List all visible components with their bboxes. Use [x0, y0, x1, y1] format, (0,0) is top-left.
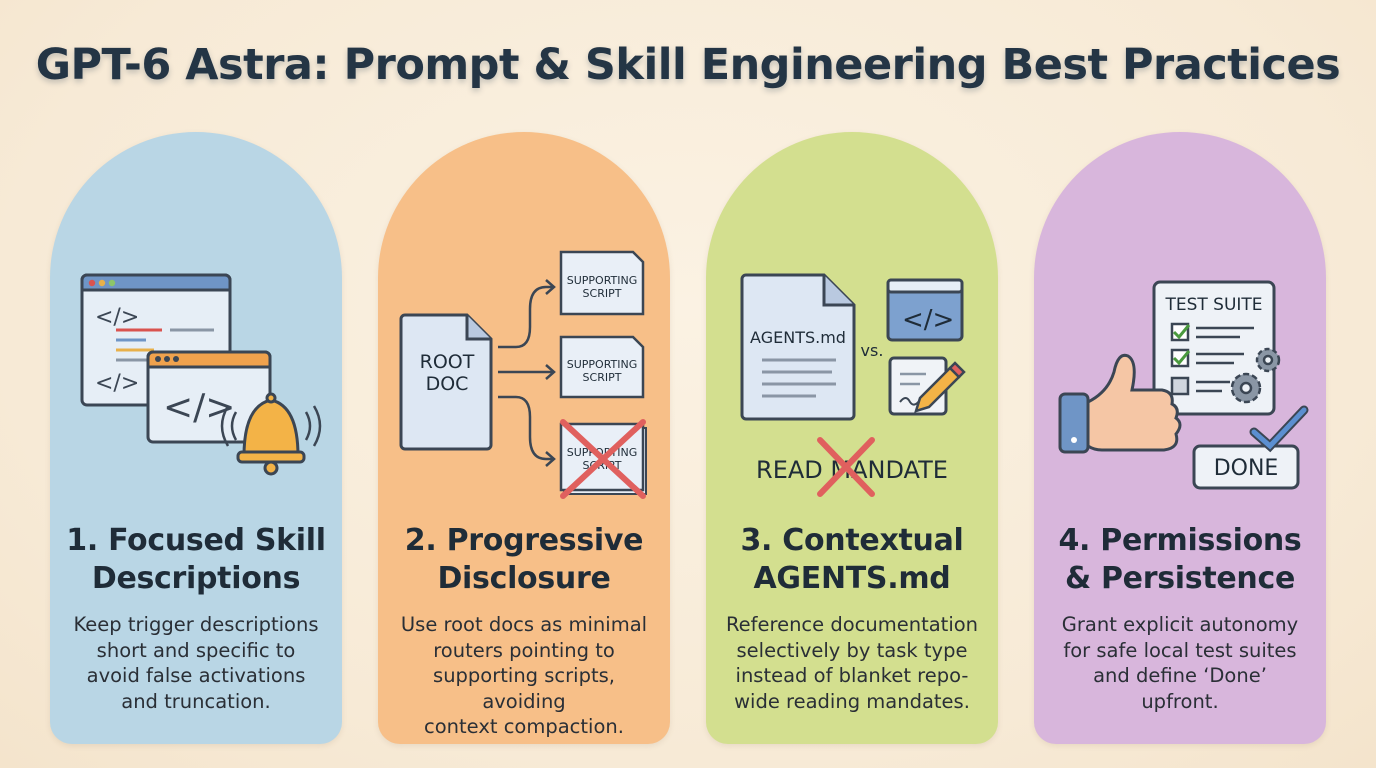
card-heading: 3. Contextual AGENTS.md: [740, 523, 964, 596]
card-focused-skill-descriptions: </> </> </> 1. Focused: [50, 132, 342, 744]
thumbs-up-icon: [1058, 353, 1182, 454]
vs-label: vs.: [861, 341, 884, 360]
bell-icon: [220, 392, 322, 476]
page-title: GPT-6 Astra: Prompt & Skill Engineering …: [35, 40, 1341, 90]
svg-text:</>: </>: [95, 305, 139, 330]
card-heading: 2. Progressive Disclosure: [404, 523, 644, 596]
card-description: Grant explicit autonomy for safe local t…: [1061, 613, 1299, 713]
document-icon: AGENTS.md: [740, 273, 856, 421]
done-label: DONE: [1214, 456, 1279, 481]
code-window-icon: </>: [146, 350, 272, 444]
card-heading: 4. Permissions & Persistence: [1058, 523, 1302, 596]
card-heading: 1. Focused Skill Descriptions: [66, 523, 326, 596]
svg-text:SUPPORTING: SUPPORTING: [567, 358, 638, 371]
pencil-icon: [888, 356, 966, 416]
card-description: Use root docs as minimal routers pointin…: [400, 613, 648, 738]
svg-text:SCRIPT: SCRIPT: [583, 287, 622, 300]
arrow-icon: [498, 279, 556, 467]
supporting-script-card: SUPPORTING SCRIPT: [559, 335, 645, 399]
svg-text:SUPPORTING: SUPPORTING: [567, 446, 638, 459]
root-doc-label: DOC: [426, 373, 469, 395]
illustration-permissions: TEST SUITE DONE: [1058, 280, 1309, 490]
svg-text:SCRIPT: SCRIPT: [583, 371, 622, 384]
card-description: Reference documentation selectively by t…: [725, 613, 979, 713]
svg-text:SUPPORTING: SUPPORTING: [567, 274, 638, 287]
checkmark-icon: [1251, 407, 1307, 450]
illustration-progressive-disclosure: ROOT DOC SUPPORTING SCRIPT SUPPORTING SC…: [399, 250, 647, 499]
cross-icon: [560, 419, 646, 499]
gear-icon: [1230, 347, 1281, 404]
supporting-script-card: SUPPORTING SCRIPT: [559, 250, 645, 316]
card-permissions-persistence: TEST SUITE DONE: [1034, 132, 1326, 744]
svg-text:</>: </>: [902, 305, 954, 335]
agents-doc-label: AGENTS.md: [750, 328, 846, 347]
root-doc-label: ROOT: [420, 351, 475, 373]
test-suite-label: TEST SUITE: [1164, 295, 1262, 315]
document-icon: ROOT DOC: [399, 313, 493, 451]
svg-text:</>: </>: [163, 387, 235, 428]
card-description: Keep trigger descriptions short and spec…: [73, 613, 319, 713]
card-progressive-disclosure: ROOT DOC SUPPORTING SCRIPT SUPPORTING SC…: [378, 132, 670, 744]
illustration-focused-skills: </> </> </>: [80, 273, 322, 476]
svg-text:</>: </>: [95, 371, 139, 396]
code-window-icon: </> </>: [80, 273, 232, 407]
card-contextual-agents-md: AGENTS.md vs. </> READ MANDATE 3. Contex…: [706, 132, 998, 744]
done-badge: DONE: [1192, 444, 1300, 490]
code-window-icon: </>: [886, 278, 964, 342]
illustration-contextual-agents: AGENTS.md vs. </> READ MANDATE: [740, 273, 966, 497]
cross-icon: [817, 437, 875, 497]
